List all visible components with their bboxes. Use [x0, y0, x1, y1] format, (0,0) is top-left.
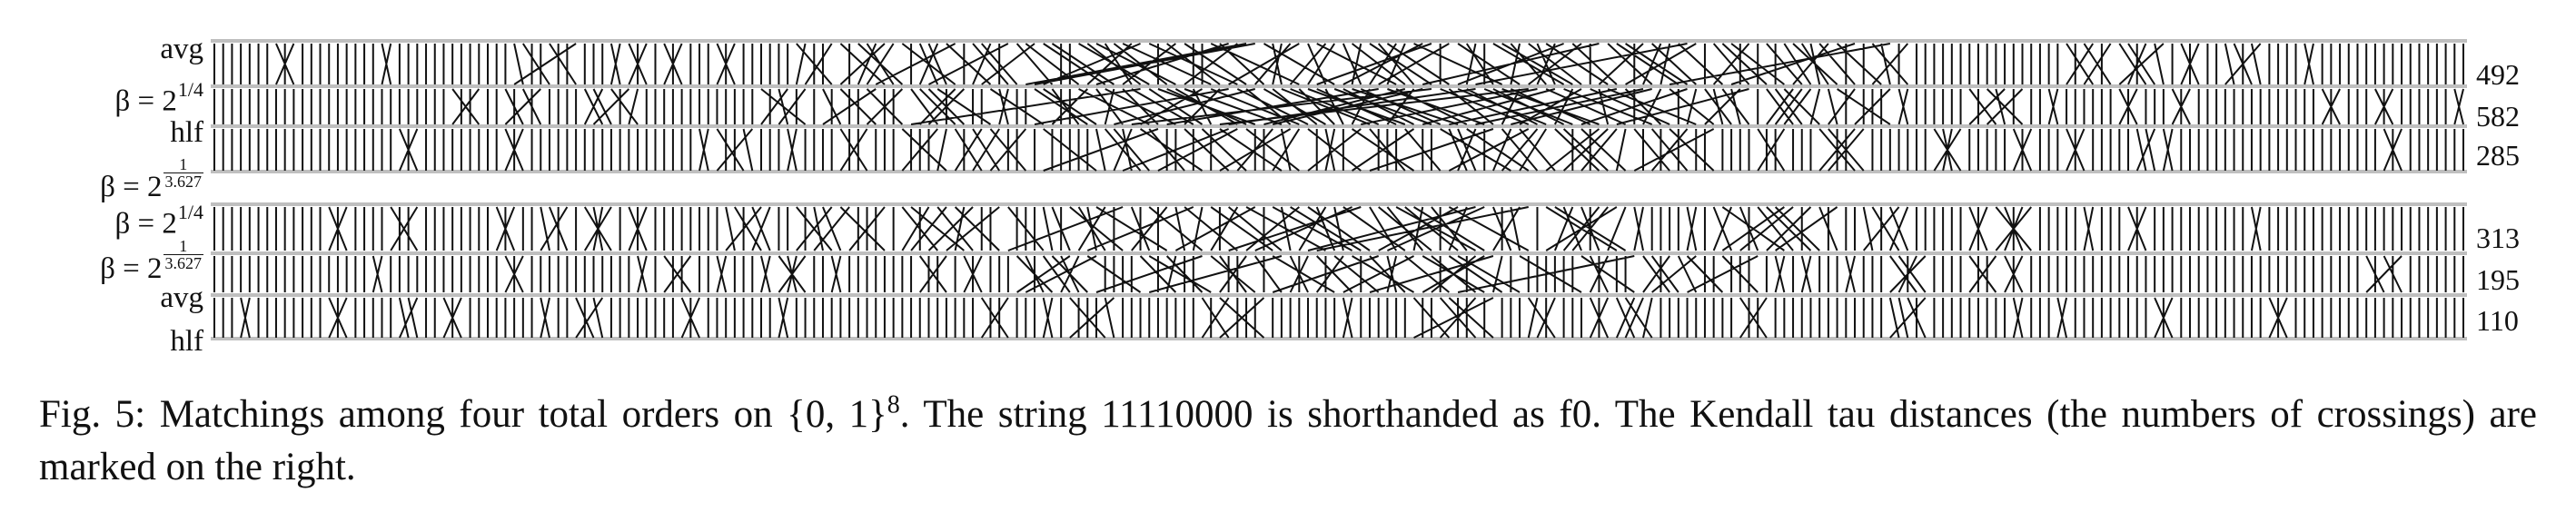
matching-row-2: [213, 88, 2464, 125]
string-label-strip: [211, 124, 2467, 128]
matching-lines-canvas: [211, 39, 2467, 340]
string-label-strip: [211, 170, 2467, 173]
matching-row-5: [213, 255, 2464, 293]
caption-part2: . The string 11110000 is shorthanded as …: [39, 393, 2538, 488]
row-label-upper-hlf: hlf: [170, 116, 203, 149]
string-label-strip: [211, 202, 2467, 206]
row-label-lower-avg: avg: [160, 281, 203, 314]
matching-row-4: [213, 206, 2464, 251]
row-label-lower-beta-quarter: β = 21/4: [114, 201, 203, 241]
string-label-strip: [211, 337, 2467, 340]
matching-row-6: [213, 297, 2464, 339]
string-label-strip: [211, 251, 2467, 255]
caption-part1: Matchings among four total orders on {0,…: [159, 393, 887, 436]
kendall-tau-upper-2: 582: [2476, 100, 2520, 133]
caption-superscript: 8: [887, 390, 900, 419]
matching-row-3: [213, 128, 2464, 172]
figure-caption: Fig. 5: Matchings among four total order…: [39, 389, 2537, 494]
caption-fig-label: Fig. 5:: [39, 393, 146, 436]
kendall-tau-lower-2: 195: [2476, 263, 2520, 296]
row-label-lower-hlf: hlf: [170, 325, 203, 358]
kendall-tau-lower-1: 313: [2476, 222, 2520, 254]
kendall-tau-upper-1: 492: [2476, 58, 2520, 91]
string-label-strip: [211, 293, 2467, 297]
row-label-upper-beta-quarter: β = 21/4: [114, 78, 203, 118]
kendall-tau-lower-3: 110: [2476, 304, 2519, 337]
kendall-tau-upper-3: 285: [2476, 139, 2520, 172]
string-label-strip: [211, 84, 2467, 88]
string-label-strip: [211, 39, 2467, 43]
matching-row-1: [213, 43, 2464, 85]
row-label-upper-avg: avg: [160, 33, 203, 65]
